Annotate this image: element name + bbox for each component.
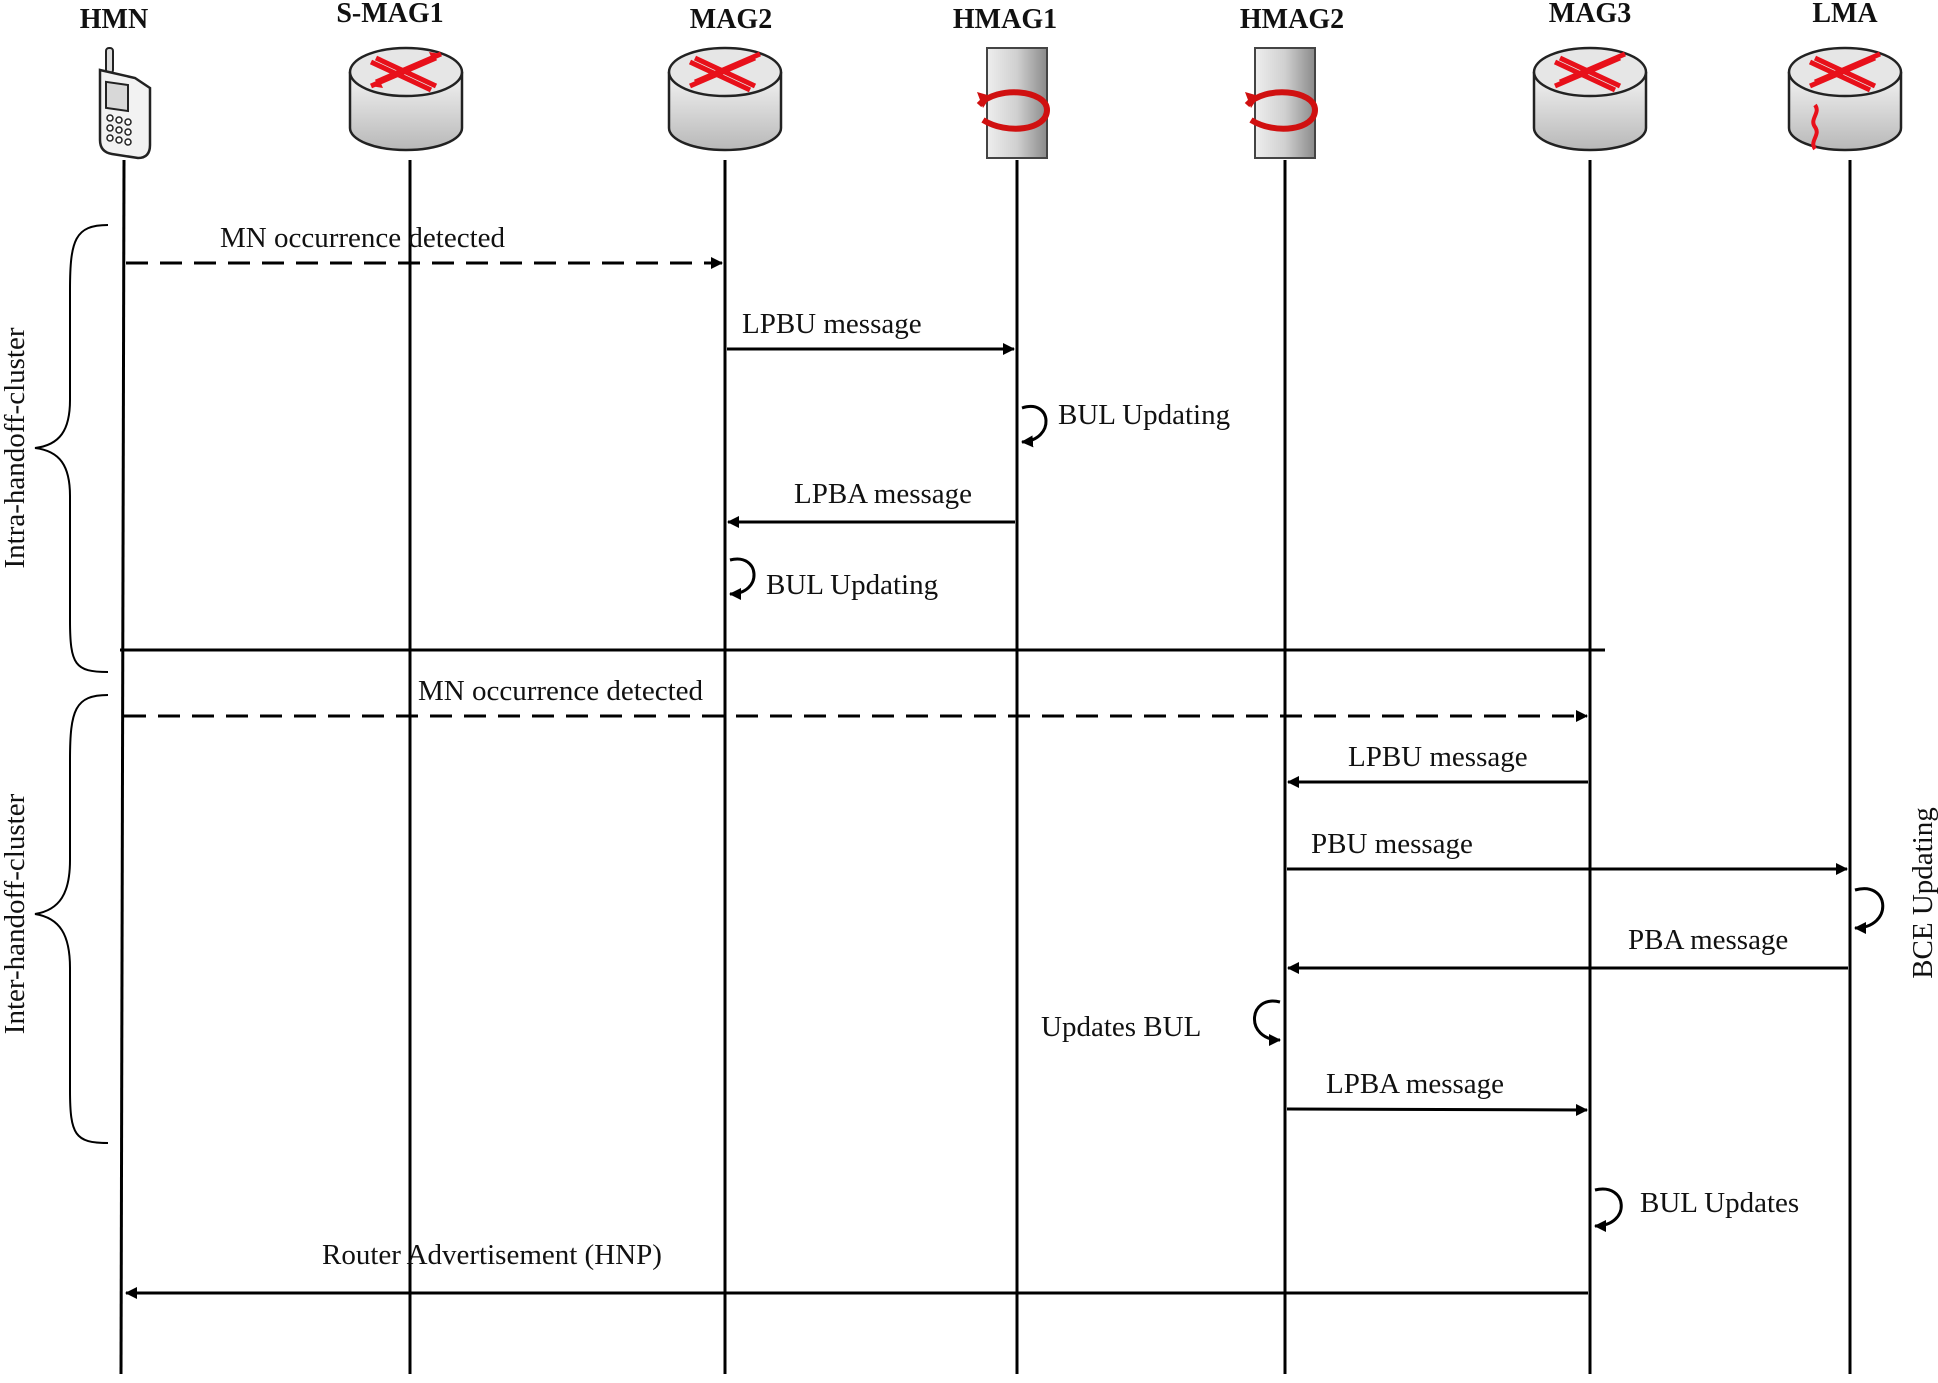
self-loop-arrow	[729, 557, 756, 600]
entity-label-hmn: HMN	[80, 4, 148, 35]
message-label: LPBU message	[1348, 741, 1528, 773]
message-mn-occurrence-detected-inter: MN occurrence detected	[124, 675, 1588, 722]
message-label: BUL Updating	[766, 569, 938, 601]
entity-label-mag3: MAG3	[1549, 0, 1631, 29]
server-icon	[1244, 47, 1319, 159]
message-label: PBU message	[1311, 828, 1473, 860]
message-label: LPBA message	[1326, 1068, 1504, 1100]
message-label: Router Advertisement (HNP)	[322, 1239, 662, 1271]
entity-label-lma: LMA	[1812, 0, 1878, 29]
message-label: MN occurrence detected	[418, 675, 704, 707]
entity-hmn: HMN	[80, 4, 152, 160]
message-router-advertisement: Router Advertisement (HNP)	[125, 1239, 1588, 1299]
entity-label-hmag1: HMAG1	[953, 4, 1057, 35]
router-icon	[667, 46, 783, 152]
lifeline-hmn	[119, 159, 126, 1375]
message-pba: PBA message	[1287, 924, 1848, 974]
self-loop-arrow	[1594, 1187, 1623, 1232]
phase-brace	[34, 694, 109, 1144]
message-label: BUL Updates	[1640, 1187, 1799, 1219]
entity-mag2: MAG2	[667, 4, 783, 152]
phase-intra-handoff-cluster: Intra-handoff-cluster	[0, 224, 109, 673]
phase-label: Intra-handoff-cluster	[0, 327, 31, 568]
message-label: LPBA message	[794, 478, 972, 510]
self-bul-updating-mag2: BUL Updating	[729, 557, 938, 601]
message-label: PBA message	[1628, 924, 1788, 956]
mobile-phone-icon	[98, 47, 152, 160]
entity-label-smag1: S-MAG1	[336, 0, 443, 29]
lifelines	[119, 159, 1852, 1375]
router-icon	[1532, 46, 1648, 152]
entity-hmag2: HMAG2	[1240, 4, 1344, 159]
message-pbu: PBU message	[1287, 828, 1848, 875]
message-label: BUL Updating	[1058, 399, 1230, 431]
router-icon	[1787, 46, 1903, 152]
message-lpba-inter: LPBA message	[1286, 1068, 1588, 1116]
entity-smag1: S-MAG1	[336, 0, 464, 152]
message-lpba-intra: LPBA message	[727, 478, 1015, 528]
message-label: LPBU message	[742, 308, 922, 340]
self-updates-bul-hmag2: Updates BUL	[1041, 999, 1281, 1046]
router-icon	[348, 46, 464, 152]
entity-label-mag2: MAG2	[690, 4, 772, 35]
self-loop-arrow	[1854, 887, 1885, 934]
server-icon	[976, 47, 1051, 159]
message-label: BCE Updating	[1907, 807, 1938, 979]
entity-label-hmag2: HMAG2	[1240, 4, 1344, 35]
entity-lma: LMA	[1787, 0, 1903, 152]
entity-mag3: MAG3	[1532, 0, 1648, 152]
message-label: MN occurrence detected	[220, 222, 506, 254]
self-bul-updates-mag3: BUL Updates	[1594, 1187, 1799, 1232]
phase-brace	[34, 224, 109, 673]
phase-inter-handoff-cluster: Inter-handoff-cluster	[0, 694, 109, 1144]
message-label: Updates BUL	[1041, 1011, 1201, 1043]
self-bce-updating-lma: BCE Updating	[1854, 807, 1938, 979]
message-mn-occurrence-detected-intra: MN occurrence detected	[126, 222, 723, 269]
message-lpbu-inter: LPBU message	[1287, 741, 1588, 788]
entity-hmag1: HMAG1	[953, 4, 1057, 159]
phase-label: Inter-handoff-cluster	[0, 793, 31, 1034]
message-arrow	[1286, 1103, 1588, 1116]
self-loop-arrow	[1021, 405, 1048, 448]
self-bul-updating-hmag1: BUL Updating	[1021, 399, 1230, 448]
message-lpbu-intra: LPBU message	[727, 308, 1015, 355]
self-loop-arrow	[1253, 999, 1281, 1046]
